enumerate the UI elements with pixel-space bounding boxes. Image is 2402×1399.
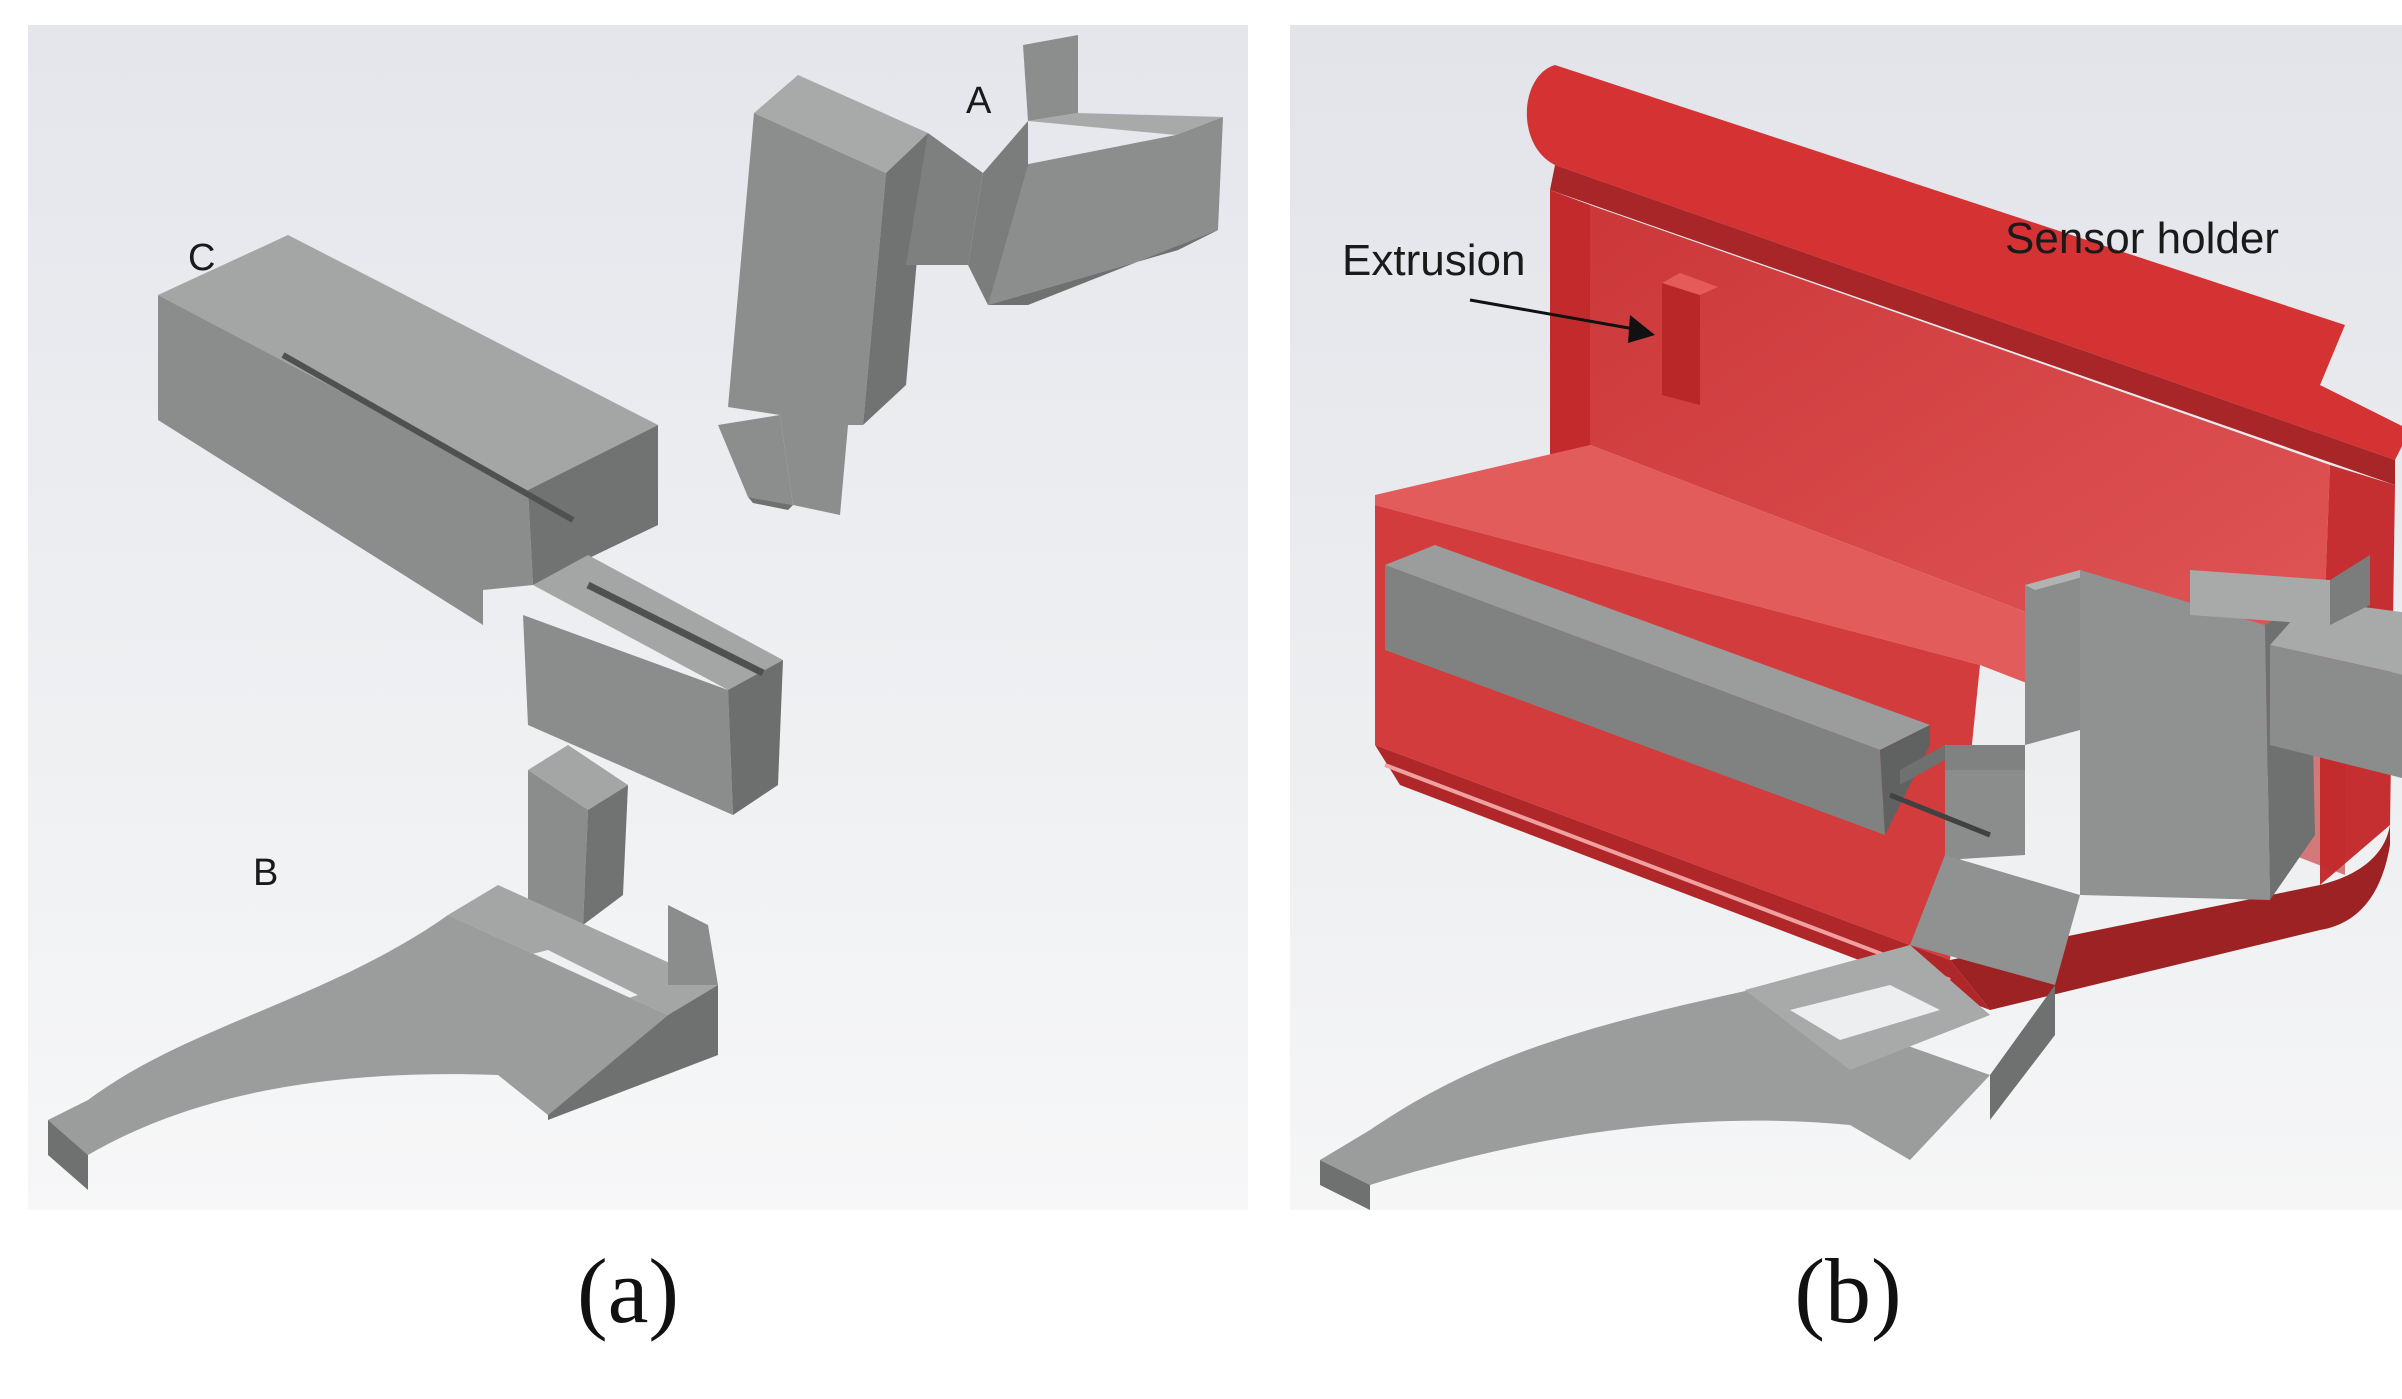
label-extrusion: Extrusion [1342,236,1525,285]
label-part-b: B [253,852,278,894]
panel-a-exploded-view: A C B [28,25,1248,1210]
label-sensor-holder: Sensor holder [2005,214,2279,263]
exploded-parts-render: A C B [28,25,1248,1210]
caption-panel-a: (a) [576,1240,680,1342]
caption-panel-b: (b) [1794,1240,1902,1342]
label-part-a: A [966,80,992,122]
assembled-clip-shape [1320,545,2402,1210]
extrusion-arrow [1469,298,1655,343]
assembled-render: Extrusion Sensor holder [1290,25,2402,1210]
part-c-shape [158,235,783,815]
part-a-shape [718,35,1223,515]
panel-b-assembled-view: Extrusion Sensor holder [1290,25,2402,1210]
label-part-c: C [188,237,215,279]
part-b-shape [48,745,718,1190]
